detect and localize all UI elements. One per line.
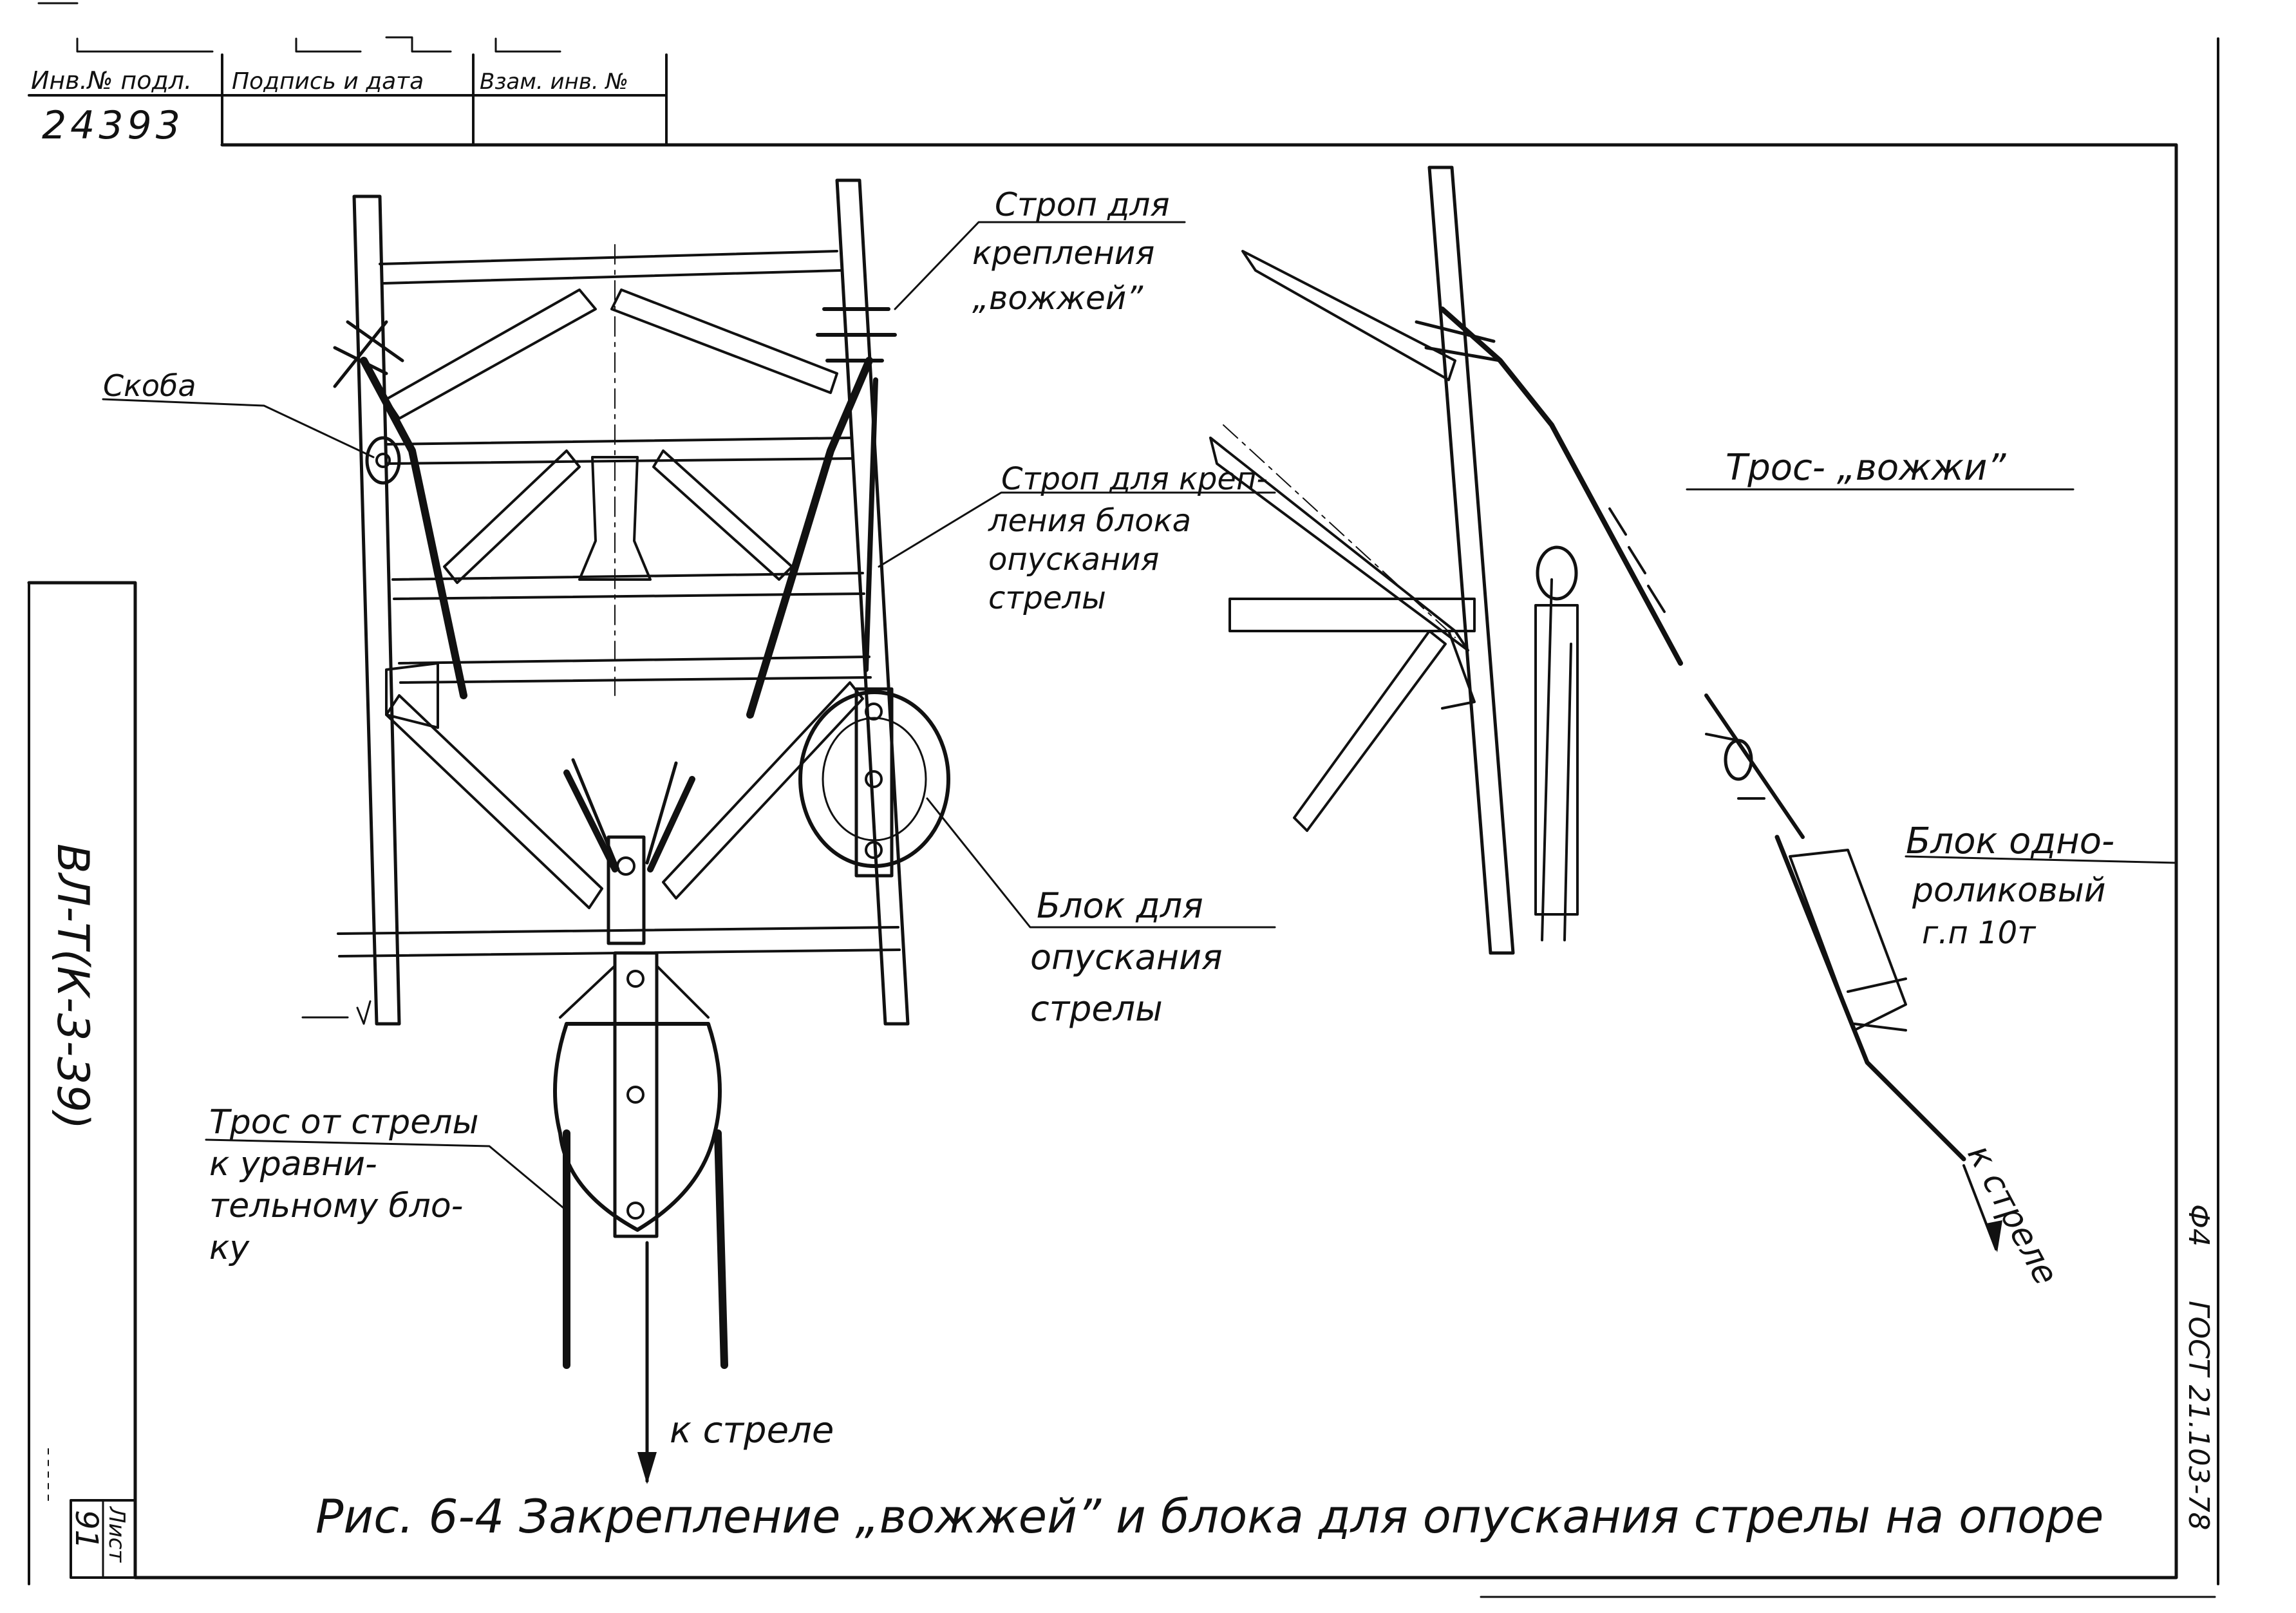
label-strop-block-1: Строп для креп- xyxy=(1001,461,1268,497)
label-tros-vozhzhi: Трос- „вожжи” xyxy=(1726,447,2006,489)
to-boom-arrow-right xyxy=(1962,1164,2002,1252)
lowering-block-pulley xyxy=(798,687,950,878)
inventory-number: 24393 xyxy=(42,103,184,148)
stamp-col3-header: Взам. инв. № xyxy=(480,69,628,95)
shackle-front xyxy=(365,436,401,485)
label-single-block-2: роликовый xyxy=(1912,871,2106,910)
drawing-code: ВЛ-Т(К-3-39) xyxy=(47,844,98,1129)
label-to-boom-left: к стреле xyxy=(670,1410,834,1451)
label-strop-block-3: опускания xyxy=(988,542,1159,578)
label-strop-block-2: ления блока xyxy=(988,503,1191,539)
stamp-col2-header: Подпись и дата xyxy=(232,68,424,95)
tower-front-view xyxy=(301,178,910,1026)
label-strop-vozhzhi-3: „вожжей” xyxy=(972,279,1143,317)
label-to-boom-right: к стреле xyxy=(1960,1138,2065,1291)
sheet-number-cell xyxy=(70,1499,136,1579)
stamp-col1-header: Инв.№ подл. xyxy=(31,66,192,95)
leader-lines xyxy=(102,221,2178,1212)
sheet-label: Лист xyxy=(104,1505,129,1563)
sheet-number: 91 xyxy=(68,1510,104,1549)
drawing-frame xyxy=(27,2,2219,1598)
label-tros-boom-4: ку xyxy=(209,1229,250,1267)
standard-code: ГОСТ 21.103-78 xyxy=(2182,1301,2215,1531)
label-single-block-3: г.п 10т xyxy=(1922,915,2037,951)
label-tros-boom-2: к уравни- xyxy=(209,1145,377,1184)
label-strop-vozhzhi-1: Строп для xyxy=(995,186,1170,223)
vozhzhi-ropes-front xyxy=(333,307,897,873)
to-boom-arrow-left xyxy=(637,1241,657,1484)
vozhzhi-rope-side xyxy=(1415,307,1966,1162)
label-block-lower-2: опускания xyxy=(1030,937,1223,977)
label-strop-vozhzhi-2: крепления xyxy=(972,234,1154,272)
label-block-lower-1: Блок для xyxy=(1037,885,1203,926)
label-tros-boom-3: тельному бло- xyxy=(209,1187,463,1225)
figure-caption: Рис. 6-4 Закрепление „вожжей” и блока дл… xyxy=(315,1489,2103,1543)
label-skoba: Скоба xyxy=(103,368,196,403)
equalizer-pulley xyxy=(553,835,728,1369)
stamp-table xyxy=(28,36,668,146)
format-code: Ф4 xyxy=(2182,1204,2215,1247)
label-block-lower-3: стрелы xyxy=(1030,988,1163,1029)
label-strop-block-4: стрелы xyxy=(988,580,1106,616)
tower-side-view xyxy=(1209,165,1579,955)
label-tros-boom-1: Трос от стрелы xyxy=(209,1103,479,1142)
label-single-block-1: Блок одно- xyxy=(1906,820,2114,862)
